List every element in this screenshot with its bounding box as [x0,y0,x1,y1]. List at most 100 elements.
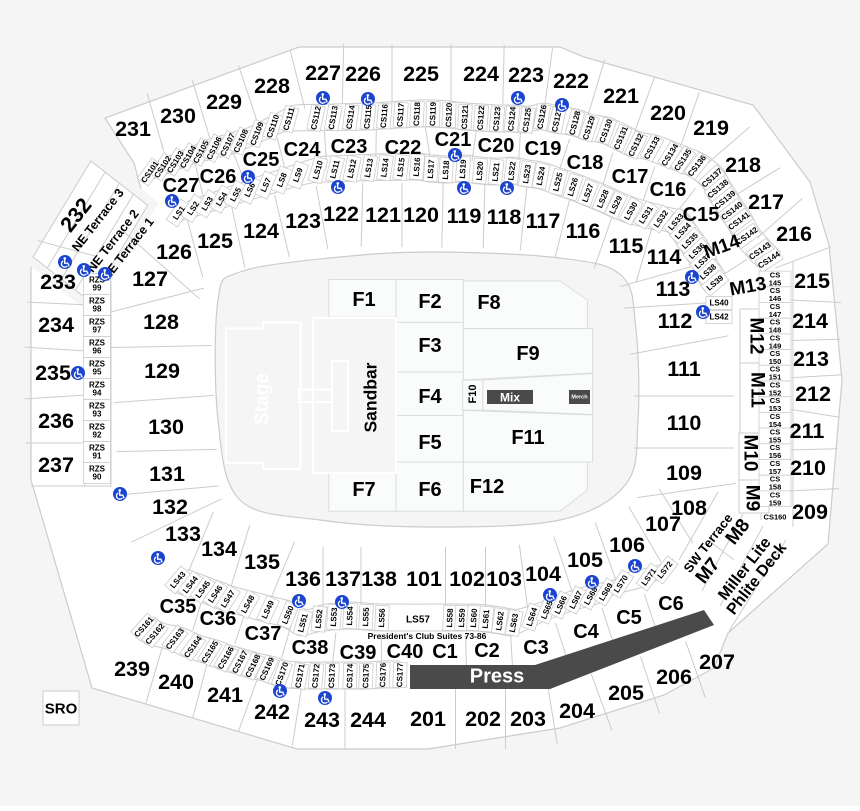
svg-text:221: 221 [603,84,639,108]
svg-text:LS42: LS42 [709,313,729,322]
svg-text:CS: CS [770,271,780,280]
svg-text:104: 104 [525,562,561,586]
svg-text:LS11: LS11 [328,159,341,180]
svg-text:96: 96 [93,347,102,356]
svg-text:227: 227 [305,61,341,85]
svg-text:CS: CS [770,428,780,437]
svg-text:113: 113 [656,277,691,301]
svg-text:Merch: Merch [571,395,588,401]
svg-text:F10: F10 [467,385,479,404]
svg-text:CS: CS [770,380,780,389]
svg-text:90: 90 [93,473,102,482]
svg-text:204: 204 [559,699,595,723]
svg-text:CS: CS [770,412,780,421]
svg-text:LS55: LS55 [361,607,371,627]
svg-text:228: 228 [254,74,290,98]
svg-text:98: 98 [93,305,102,314]
svg-text:F6: F6 [418,479,441,501]
svg-text:C38: C38 [292,637,329,659]
svg-text:209: 209 [792,500,828,524]
svg-text:121: 121 [365,203,401,227]
svg-text:CS171: CS171 [293,663,306,689]
svg-text:218: 218 [725,153,761,177]
svg-text:CS176: CS176 [378,662,388,687]
svg-text:92: 92 [93,431,102,440]
svg-text:Sandbar: Sandbar [360,362,380,432]
svg-text:155: 155 [769,436,782,445]
svg-text:LS23: LS23 [521,163,533,184]
svg-text:240: 240 [158,670,194,694]
svg-text:119: 119 [447,204,482,228]
svg-text:201: 201 [410,707,446,731]
svg-text:LS15: LS15 [395,157,406,178]
svg-text:CS172: CS172 [310,663,321,689]
svg-text:Mix: Mix [500,391,520,405]
svg-text:132: 132 [152,495,188,519]
svg-text:229: 229 [206,90,242,114]
svg-text:CS123: CS123 [491,106,502,132]
svg-text:CS125: CS125 [521,107,533,133]
svg-text:C39: C39 [340,642,377,664]
svg-text:236: 236 [38,409,74,433]
svg-text:233: 233 [40,270,76,294]
svg-text:156: 156 [769,451,782,460]
svg-text:207: 207 [699,650,735,674]
svg-text:108: 108 [671,496,707,520]
svg-text:LS54: LS54 [345,606,355,626]
svg-text:202: 202 [465,707,501,731]
svg-text:C37: C37 [245,623,282,645]
svg-text:C2: C2 [474,640,500,662]
svg-text:LS18: LS18 [441,160,451,180]
svg-text:C4: C4 [573,621,599,643]
svg-text:153: 153 [769,404,782,413]
svg-text:CS116: CS116 [379,103,390,128]
svg-text:94: 94 [93,389,102,398]
svg-text:103: 103 [486,567,522,591]
svg-text:CS126: CS126 [535,104,548,130]
svg-text:154: 154 [769,420,782,429]
svg-text:149: 149 [769,341,782,350]
svg-text:CS: CS [770,286,780,295]
svg-text:CS: CS [770,443,780,452]
svg-text:LS62: LS62 [494,610,506,631]
svg-text:118: 118 [487,205,522,229]
svg-text:LS57: LS57 [406,615,430,626]
svg-text:LS20: LS20 [475,161,486,181]
svg-text:CS124: CS124 [506,106,518,132]
svg-text:CS160: CS160 [764,513,787,522]
svg-text:114: 114 [647,245,682,269]
svg-text:120: 120 [403,203,439,227]
svg-text:RZS: RZS [89,318,106,327]
svg-text:223: 223 [508,63,544,87]
svg-text:230: 230 [160,104,196,128]
svg-text:C3: C3 [523,637,549,659]
svg-text:LS12: LS12 [346,158,359,179]
svg-text:LS61: LS61 [481,609,492,629]
svg-text:CS: CS [770,318,780,327]
svg-text:129: 129 [144,359,180,383]
svg-text:LS52: LS52 [314,608,325,629]
svg-text:RZS: RZS [89,360,106,369]
svg-text:LS40: LS40 [709,299,729,308]
svg-text:107: 107 [645,512,681,536]
svg-text:LS58: LS58 [445,608,455,628]
svg-text:147: 147 [769,310,782,319]
svg-text:RZS: RZS [89,339,106,348]
svg-text:C23: C23 [331,136,368,158]
svg-text:231: 231 [115,117,151,141]
svg-text:123: 123 [285,209,321,233]
svg-text:President's Club Suites 73-86: President's Club Suites 73-86 [368,631,487,641]
svg-text:LS60: LS60 [469,608,479,628]
svg-text:RZS: RZS [89,402,106,411]
svg-text:LS59: LS59 [457,608,467,628]
svg-text:226: 226 [345,62,381,86]
svg-text:122: 122 [323,202,359,226]
svg-text:RZS: RZS [89,381,106,390]
svg-text:102: 102 [449,567,485,591]
svg-text:F1: F1 [352,289,375,311]
svg-text:C16: C16 [650,179,687,201]
svg-text:F8: F8 [477,292,500,314]
svg-text:CS121: CS121 [460,104,470,129]
svg-text:138: 138 [361,567,397,591]
svg-text:RZS: RZS [89,276,106,285]
